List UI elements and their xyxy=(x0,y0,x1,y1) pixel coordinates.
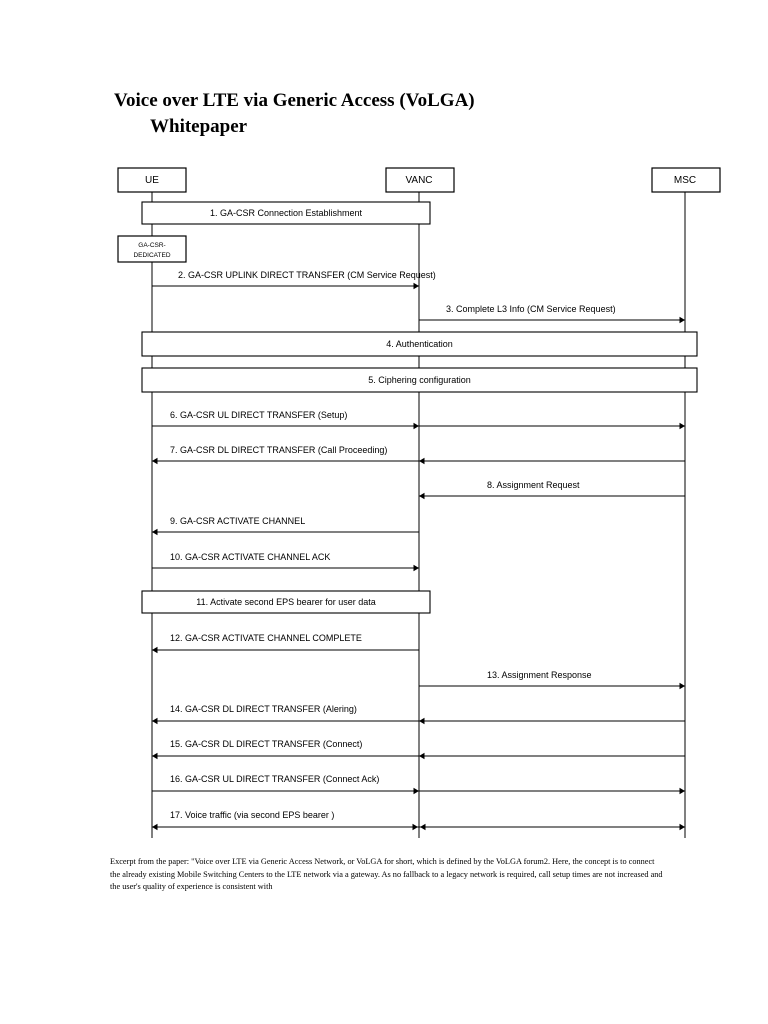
page-title-line-1: Voice over LTE via Generic Access (VoLGA… xyxy=(114,90,475,111)
step-box-label-11: 11. Activate second EPS bearer for user … xyxy=(196,597,375,607)
message-label-12: 12. GA-CSR ACTIVATE CHANNEL COMPLETE xyxy=(170,633,362,643)
actor-label-msc: MSC xyxy=(674,175,696,186)
page-title-line-2: Whitepaper xyxy=(150,116,248,137)
arrow-head-9 xyxy=(152,528,158,536)
message-label-9: 9. GA-CSR ACTIVATE CHANNEL xyxy=(170,516,305,526)
step-box-1[interactable]: 1. GA-CSR Connection Establishment xyxy=(141,201,431,225)
arrow-head-left-17 xyxy=(152,823,158,831)
message-16[interactable]: 16. GA-CSR UL DIRECT TRANSFER (Connect A… xyxy=(152,774,685,795)
message-label-2: 2. GA-CSR UPLINK DIRECT TRANSFER (CM Ser… xyxy=(178,270,436,280)
arrow-head-mid-15 xyxy=(419,752,425,760)
step-box-4[interactable]: 4. Authentication xyxy=(141,331,698,357)
page-title: Voice over LTE via Generic Access (VoLGA… xyxy=(114,88,674,140)
actor-box-vanc xyxy=(385,167,455,193)
message-6[interactable]: 6. GA-CSR UL DIRECT TRANSFER (Setup) xyxy=(152,410,685,430)
step-boxes-group: 1. GA-CSR Connection Establishment 4. Aut… xyxy=(141,201,698,614)
actor-ue[interactable]: UE xyxy=(117,167,187,193)
message-9[interactable]: 9. GA-CSR ACTIVATE CHANNEL xyxy=(152,516,419,536)
messages-group: 2. GA-CSR UPLINK DIRECT TRANSFER (CM Ser… xyxy=(152,270,685,831)
message-15[interactable]: 15. GA-CSR DL DIRECT TRANSFER (Connect) xyxy=(152,739,685,760)
message-3[interactable]: 3. Complete L3 Info (CM Service Request) xyxy=(419,304,685,324)
message-14[interactable]: 14. GA-CSR DL DIRECT TRANSFER (Alering) xyxy=(152,704,685,725)
message-label-15: 15. GA-CSR DL DIRECT TRANSFER (Connect) xyxy=(170,739,362,749)
arrow-head-mid-right-17 xyxy=(412,823,418,831)
message-12[interactable]: 12. GA-CSR ACTIVATE CHANNEL COMPLETE xyxy=(152,633,419,654)
arrow-head-7 xyxy=(152,457,158,465)
step-box-label-4: 4. Authentication xyxy=(386,339,453,349)
arrow-head-mid-6 xyxy=(413,422,419,430)
message-label-8: 8. Assignment Request xyxy=(487,480,580,490)
actor-vanc[interactable]: VANC xyxy=(385,167,455,193)
message-label-7: 7. GA-CSR DL DIRECT TRANSFER (Call Proce… xyxy=(170,445,387,455)
state-box-label-line-2: DEDICATED xyxy=(133,252,170,259)
actor-msc[interactable]: MSC xyxy=(651,167,721,193)
arrow-head-14 xyxy=(152,717,158,725)
message-label-6: 6. GA-CSR UL DIRECT TRANSFER (Setup) xyxy=(170,410,347,420)
actor-label-ue: UE xyxy=(145,175,159,186)
message-7[interactable]: 7. GA-CSR DL DIRECT TRANSFER (Call Proce… xyxy=(152,445,685,465)
step-box-rect-4 xyxy=(141,331,698,357)
arrow-head-3 xyxy=(679,316,685,324)
actor-box-msc xyxy=(651,167,721,193)
step-box-rect-1 xyxy=(141,201,431,225)
state-box-label-line-1: GA-CSR- xyxy=(138,242,165,249)
message-label-14: 14. GA-CSR DL DIRECT TRANSFER (Alering) xyxy=(170,704,357,714)
state-box-ga-csr-dedicated: GA-CSR- DEDICATED xyxy=(117,235,187,263)
arrow-head-13 xyxy=(679,682,685,690)
message-2[interactable]: 2. GA-CSR UPLINK DIRECT TRANSFER (CM Ser… xyxy=(152,270,436,290)
message-10[interactable]: 10. GA-CSR ACTIVATE CHANNEL ACK xyxy=(152,552,419,572)
actor-boxes-group: UE VANC MSC xyxy=(117,167,721,193)
lifelines-group xyxy=(151,192,686,838)
message-label-13: 13. Assignment Response xyxy=(487,670,592,680)
arrow-head-8 xyxy=(419,492,425,500)
message-label-10: 10. GA-CSR ACTIVATE CHANNEL ACK xyxy=(170,552,330,562)
message-label-3: 3. Complete L3 Info (CM Service Request) xyxy=(446,304,616,314)
message-label-16: 16. GA-CSR UL DIRECT TRANSFER (Connect A… xyxy=(170,774,379,784)
arrow-head-16 xyxy=(679,787,685,795)
arrow-head-10 xyxy=(413,564,419,572)
arrow-head-12 xyxy=(152,646,158,654)
arrow-head-mid-7 xyxy=(419,457,425,465)
message-8[interactable]: 8. Assignment Request xyxy=(419,480,685,500)
actor-label-vanc: VANC xyxy=(405,175,432,186)
state-box-rect xyxy=(117,235,187,263)
step-box-rect-11 xyxy=(141,590,431,614)
message-17[interactable]: 17. Voice traffic (via second EPS bearer… xyxy=(152,810,685,831)
state-boxes-group: GA-CSR- DEDICATED xyxy=(117,235,187,263)
arrow-head-15 xyxy=(152,752,158,760)
excerpt-caption: Excerpt from the paper: "Voice over LTE … xyxy=(110,857,663,892)
actor-box-ue xyxy=(117,167,187,193)
step-box-5[interactable]: 5. Ciphering configuration xyxy=(141,367,698,393)
arrow-head-mid-left-17 xyxy=(420,823,426,831)
arrow-head-mid-14 xyxy=(419,717,425,725)
step-box-label-5: 5. Ciphering configuration xyxy=(368,375,471,385)
step-box-rect-5 xyxy=(141,367,698,393)
arrow-head-6 xyxy=(679,422,685,430)
message-13[interactable]: 13. Assignment Response xyxy=(419,670,685,690)
arrow-head-right-17 xyxy=(679,823,685,831)
step-box-label-1: 1. GA-CSR Connection Establishment xyxy=(210,208,363,218)
step-box-11[interactable]: 11. Activate second EPS bearer for user … xyxy=(141,590,431,614)
arrow-head-2 xyxy=(413,282,419,290)
message-label-17: 17. Voice traffic (via second EPS bearer… xyxy=(170,810,334,820)
arrow-head-mid-16 xyxy=(413,787,419,795)
